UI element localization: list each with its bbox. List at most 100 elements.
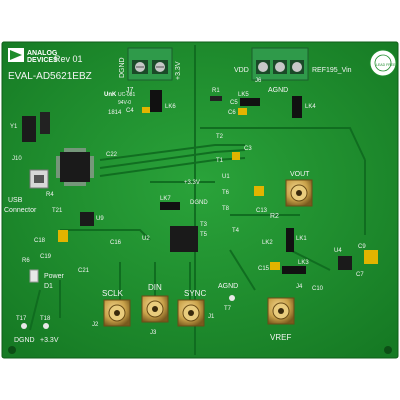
agnd-bottom-label: AGND [218, 283, 238, 290]
j10-label: J10 [12, 156, 22, 162]
c5-label: C5 [230, 100, 238, 106]
traces [29, 45, 366, 355]
t6-label: T6 [222, 190, 230, 196]
capacitor-c3 [232, 152, 240, 160]
v33-mid-label: +3.3V [184, 180, 200, 186]
j1-label: J1 [208, 314, 215, 320]
u1-label: U1 [222, 174, 230, 180]
dgnd-mid-label: DGND [190, 200, 208, 206]
marking-line-4: 1814 [108, 110, 122, 116]
t4-label: T4 [232, 228, 240, 234]
t3-label: T3 [200, 222, 208, 228]
r4-label: R4 [46, 192, 54, 198]
lk4-label: LK4 [305, 104, 316, 110]
usb-controller-ic [56, 148, 94, 186]
t18-label: T18 [40, 316, 51, 322]
agnd-top-label: AGND [268, 87, 288, 94]
jumper-lk3[interactable] [282, 266, 306, 274]
test-point-t18[interactable] [43, 323, 49, 329]
jumper-lk4[interactable] [292, 96, 302, 118]
usb-label: USB [8, 197, 23, 204]
ic-u2 [170, 226, 198, 252]
smb-connector-din[interactable] [141, 295, 169, 323]
c22-label: C22 [106, 152, 118, 158]
board-title: EVAL-AD5621EBZ [8, 71, 92, 82]
r2-label: R2 [270, 213, 279, 220]
marking-line-3: 94V-0 [118, 100, 131, 106]
u2-label: U2 [142, 236, 150, 242]
lk5-label: LK5 [238, 92, 249, 98]
vout-label: VOUT [290, 171, 310, 178]
mounting-hole [384, 346, 392, 354]
v33-bottom-label: +3.3V [40, 337, 59, 344]
analog-devices-logo: ANALOG DEVICES [8, 48, 58, 64]
test-point-t7[interactable] [229, 295, 235, 301]
power-led-d1 [29, 269, 39, 283]
crystal-y1 [22, 116, 36, 142]
j6-label: J6 [255, 78, 262, 84]
smb-connector-vref[interactable] [267, 297, 295, 325]
sclk-label: SCLK [102, 289, 124, 298]
c16-label: C16 [110, 240, 122, 246]
connector-label: Connector [4, 207, 37, 214]
c18-label: C18 [34, 238, 46, 244]
lk6-label: LK6 [165, 104, 176, 110]
capacitor-c15 [270, 262, 280, 270]
jumper-lk6[interactable] [150, 90, 162, 112]
capacitor-c4 [142, 107, 150, 113]
c9-label: C9 [358, 244, 366, 250]
r6-label: R6 [22, 258, 30, 264]
terminal-block-j6[interactable] [251, 47, 309, 81]
u4-label: U4 [334, 248, 342, 254]
jumper-lk1[interactable] [286, 228, 294, 252]
vref-label: VREF [270, 333, 291, 342]
t7-label: T7 [224, 306, 232, 312]
jumper-lk7[interactable] [160, 202, 180, 210]
mounting-hole [8, 346, 16, 354]
t1-label: T1 [216, 158, 224, 164]
c3-label: C3 [244, 146, 252, 152]
brand-line-2: DEVICES [27, 57, 58, 64]
lk7-label: LK7 [160, 196, 171, 202]
lk1-label: LK1 [296, 236, 307, 242]
dgnd-bottom-label: DGND [14, 337, 35, 344]
capacitor-c6 [238, 108, 247, 115]
j4-label: J4 [296, 284, 303, 290]
lead-free-stamp: LEAD FREE [369, 49, 397, 77]
c21-label: C21 [78, 268, 90, 274]
sync-label: SYNC [184, 289, 206, 298]
capacitor-c18 [58, 230, 68, 242]
c4-label: C4 [126, 108, 134, 114]
jumper-lk5[interactable] [240, 98, 260, 106]
v33-top-label: +3.3V [175, 61, 182, 80]
ic-left-column [40, 112, 50, 134]
y1-label: Y1 [10, 124, 18, 130]
capacitor-c13-pad [254, 186, 264, 196]
marking-line-2: UC-081 [118, 92, 135, 98]
test-point-t17[interactable] [21, 323, 27, 329]
t17-label: T17 [16, 316, 27, 322]
lk3-label: LK3 [298, 260, 309, 266]
c19-label: C19 [40, 254, 52, 260]
revision-label: Rev 01 [54, 54, 83, 64]
smb-connector-vout[interactable] [285, 179, 313, 207]
d1-label: D1 [44, 283, 53, 290]
c7-label: C7 [356, 272, 364, 278]
vdd-label: VDD [234, 67, 249, 74]
resistor-r1 [210, 96, 222, 101]
smb-connector-sync[interactable] [177, 299, 205, 327]
ic-u4 [338, 256, 352, 270]
j3-label: J3 [150, 330, 157, 336]
t21-label: T21 [52, 208, 63, 214]
j7-label: J7 [126, 87, 134, 94]
c13-label: C13 [256, 208, 268, 214]
smb-connector-sclk[interactable] [103, 299, 131, 327]
u9-label: U9 [96, 216, 104, 222]
ic-u9 [80, 212, 94, 226]
terminal-block-j7[interactable] [127, 47, 173, 81]
c10-label: C10 [312, 286, 324, 292]
marking-line-1: UnK [104, 92, 117, 98]
j2-label: J2 [92, 322, 99, 328]
